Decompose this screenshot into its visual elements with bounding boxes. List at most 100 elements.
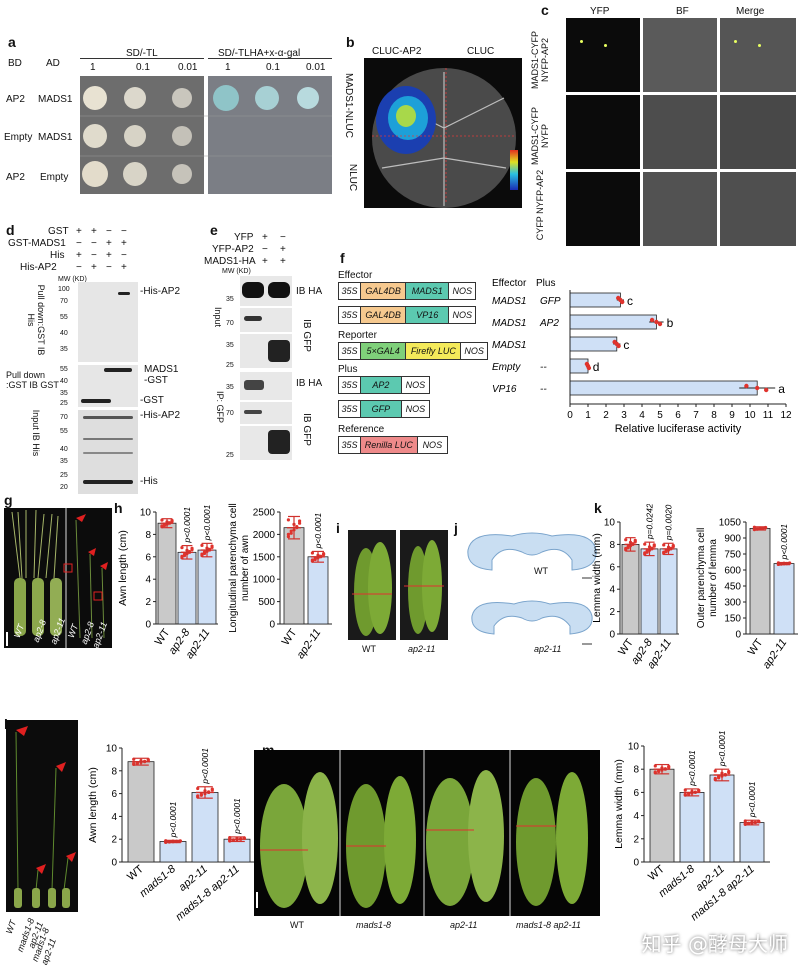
a-row2-ad: MADS1 [38, 132, 73, 143]
sign-cell: − [91, 238, 97, 249]
h1-y-axis-label: Awn length (cm) [117, 530, 129, 606]
h1-p-annotation: p<0.0001 [202, 504, 212, 541]
h2-point [298, 519, 302, 523]
l-bar [127, 761, 155, 863]
f-x-tick-label: 1 [585, 410, 591, 421]
a-dil-3: 0.01 [178, 62, 198, 73]
l-y-tick-label: 2 [111, 835, 117, 846]
a-row1-ad: MADS1 [38, 94, 73, 105]
sign-cell: − [91, 250, 97, 261]
panel-c-letter: c [541, 2, 549, 18]
f-cat-effector: MADS1 [492, 318, 526, 329]
f-eff2-vp16: VP16 [406, 307, 450, 323]
sign-cell: + [262, 256, 268, 267]
h1-y-tick-label: 0 [145, 620, 151, 631]
f-point [657, 321, 663, 327]
e-right-ib-ha-2: IB HA [296, 378, 323, 389]
sign-cell: + [91, 262, 97, 273]
f-plus2-promoter: 35S [339, 401, 361, 417]
f-bar [569, 358, 589, 374]
l-y-tick-label: 0 [111, 858, 117, 869]
l-bar [223, 838, 251, 863]
f-point [616, 343, 621, 349]
f-rep-luc: Firefly LUC [406, 343, 462, 359]
c-col-bf: BF [676, 6, 689, 17]
k1-y-tick-label: 10 [604, 518, 616, 529]
f-plus1-nos: NOS [405, 380, 426, 390]
e-mw-35c: 35 [226, 384, 234, 391]
h1-point [210, 544, 214, 548]
f-reporter-construct: 35S 5×GAL4 Firefly LUC NOS [338, 342, 488, 360]
m-point [653, 770, 657, 774]
c-row2-label: MADS1-CYFP NYFP [530, 107, 550, 166]
f-head-plus: Plus [536, 278, 555, 289]
watermark: 知乎 @酵母大师 [641, 932, 788, 956]
g-awn-photo [4, 508, 112, 648]
f-bar [569, 314, 657, 330]
d-mw-40: 40 [60, 330, 68, 337]
d-mw-70: 70 [60, 298, 68, 305]
l-p-annotation: p<0.0001 [168, 801, 178, 838]
h1-point [180, 554, 184, 558]
l-point [210, 787, 214, 791]
d-side-mid: Pull down :GST IB GST [6, 370, 59, 390]
f-ref-luc: Renilla LUC [361, 437, 418, 453]
e-mw-25b: 25 [226, 452, 234, 459]
d-mw-bot-25: 25 [60, 400, 68, 407]
h2-point [286, 535, 290, 539]
e-mw-70b: 70 [226, 410, 234, 417]
f-bar [569, 336, 618, 352]
d-right-mads1-gst: MADS1 -GST [144, 364, 179, 386]
m-y-tick-label: 10 [628, 742, 640, 753]
f-point [586, 365, 592, 371]
sign-cell: + [106, 238, 112, 249]
b-top-left: CLUC-AP2 [372, 46, 422, 57]
h1-point [190, 546, 194, 550]
e-sign-grid: +−−+++ [262, 232, 292, 272]
d-mw-bot-40: 40 [60, 446, 68, 453]
m-y-tick-label: 4 [633, 811, 639, 822]
c-col-merge: Merge [736, 6, 765, 17]
k2-y-tick-label: 600 [724, 566, 741, 577]
a-dil-6: 0.01 [306, 62, 326, 73]
k2-y-tick-label: 1050 [719, 518, 742, 529]
d-mw-bot-55: 55 [60, 428, 68, 435]
h2-point [298, 521, 302, 525]
d-sign-grid: ++−−−−+++−+−−+−+ [76, 226, 136, 276]
a-colonies [80, 85, 332, 187]
m-x-tick-label: WT [646, 863, 667, 883]
panel-f-letter: f [340, 250, 345, 266]
a-dil-4: 1 [225, 62, 231, 73]
f-plus-construct-2: 35S GFP NOS [338, 400, 430, 418]
k1-point [662, 550, 666, 554]
k1-bar [659, 548, 678, 635]
h2-point [286, 518, 290, 522]
f-sig-letter: a [778, 382, 785, 396]
l-bar [191, 792, 219, 863]
m-point [713, 769, 717, 773]
l-point [199, 792, 203, 796]
k2-y-tick-label: 750 [724, 550, 741, 561]
m-lemma-photos [254, 750, 600, 916]
d-blot-pulldown-his [78, 282, 138, 362]
f-x-tick-label: 3 [621, 410, 627, 421]
e-blot-input-gfp-2 [240, 334, 292, 368]
panel-b-letter: b [346, 34, 355, 50]
d-side-top: Pull down:GST IB His [26, 284, 46, 356]
e-mw-35b: 35 [226, 342, 234, 349]
f-x-axis-label: Relative luciferase activity [615, 423, 742, 435]
f-plus2-nos: NOS [405, 404, 426, 414]
f-sec-reporter: Reporter [338, 330, 377, 341]
e-blot-ip-ha [240, 372, 292, 400]
f-plus1-ap2: AP2 [361, 377, 402, 393]
h2-y-tick-label: 1500 [253, 552, 276, 563]
d-row-gst-mads1: GST-MADS1 [8, 238, 66, 249]
f-eff1-mads1: MADS1 [406, 283, 450, 299]
f-point [764, 387, 769, 393]
b-side-bottom: NLUC [347, 163, 359, 192]
m-label-double: mads1-8 ap2-11 [516, 920, 581, 930]
l-p-annotation: p<0.0001 [232, 798, 242, 835]
a-row3-ad: Empty [40, 172, 69, 183]
